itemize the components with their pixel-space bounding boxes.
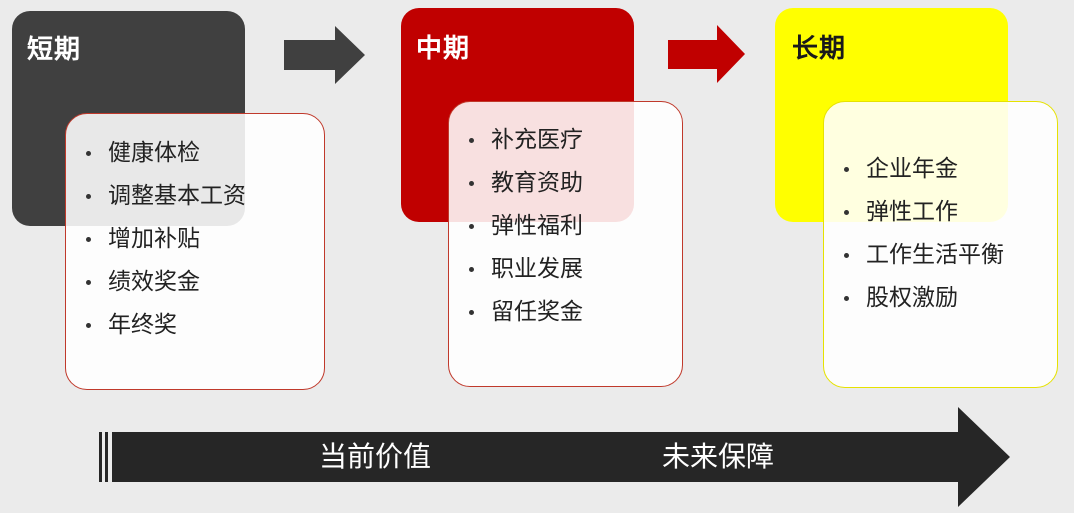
bullet-icon bbox=[86, 280, 91, 285]
arrow-right-icon bbox=[284, 26, 365, 84]
bullet-icon bbox=[844, 210, 849, 215]
list-item: 留任奖金 bbox=[449, 291, 682, 334]
mid-term-list: 补充医疗 教育资助 弹性福利 职业发展 留任奖金 bbox=[449, 119, 682, 334]
timeline-tail-stripe bbox=[99, 432, 102, 482]
stage-mid-term-title: 中期 bbox=[416, 34, 471, 64]
short-term-list: 健康体检 调整基本工资 增加补贴 绩效奖金 年终奖 bbox=[66, 132, 324, 347]
bullet-icon bbox=[844, 167, 849, 172]
stage-mid-term-card: 补充医疗 教育资助 弹性福利 职业发展 留任奖金 bbox=[448, 101, 683, 387]
bullet-icon bbox=[469, 310, 474, 315]
list-item: 补充医疗 bbox=[449, 119, 682, 162]
bullet-icon bbox=[469, 138, 474, 143]
bullet-icon bbox=[844, 253, 849, 258]
list-item: 企业年金 bbox=[824, 148, 1057, 191]
bullet-icon bbox=[469, 267, 474, 272]
list-item: 年终奖 bbox=[66, 304, 324, 347]
stage-long-term-title: 长期 bbox=[792, 34, 847, 64]
bullet-icon bbox=[86, 237, 91, 242]
stage-short-term-title: 短期 bbox=[27, 35, 82, 65]
bullet-icon bbox=[469, 224, 474, 229]
list-item: 绩效奖金 bbox=[66, 261, 324, 304]
timeline-left-label: 当前价值 bbox=[319, 440, 432, 473]
list-item: 职业发展 bbox=[449, 248, 682, 291]
bullet-icon bbox=[86, 194, 91, 199]
timeline-right-label: 未来保障 bbox=[662, 440, 775, 473]
list-item: 健康体检 bbox=[66, 132, 324, 175]
stage-long-term-card: 企业年金 弹性工作 工作生活平衡 股权激励 bbox=[823, 101, 1058, 388]
arrow-right-red-icon bbox=[668, 25, 745, 83]
stage-short-term-card: 健康体检 调整基本工资 增加补贴 绩效奖金 年终奖 bbox=[65, 113, 325, 390]
list-item: 工作生活平衡 bbox=[824, 234, 1057, 277]
bullet-icon bbox=[469, 181, 474, 186]
bullet-icon bbox=[844, 296, 849, 301]
list-item: 调整基本工资 bbox=[66, 175, 324, 218]
bullet-icon bbox=[86, 151, 91, 156]
list-item: 增加补贴 bbox=[66, 218, 324, 261]
list-item: 弹性福利 bbox=[449, 205, 682, 248]
list-item: 教育资助 bbox=[449, 162, 682, 205]
bullet-icon bbox=[86, 323, 91, 328]
timeline-arrow-body bbox=[112, 407, 1010, 507]
list-item: 股权激励 bbox=[824, 277, 1057, 320]
list-item: 弹性工作 bbox=[824, 191, 1057, 234]
long-term-list: 企业年金 弹性工作 工作生活平衡 股权激励 bbox=[824, 148, 1057, 320]
timeline-tail-stripe bbox=[105, 432, 108, 482]
